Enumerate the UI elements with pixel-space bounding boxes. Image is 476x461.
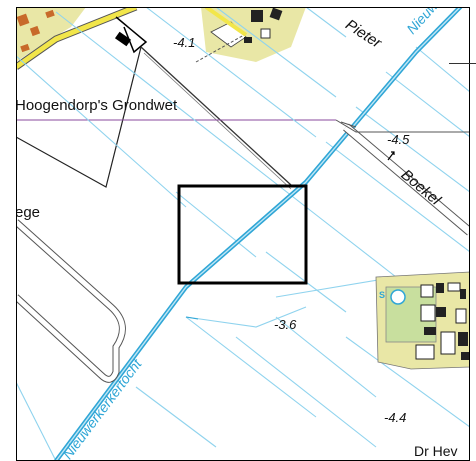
farmland-background <box>16 7 470 461</box>
map-canvas <box>16 7 470 461</box>
main-road <box>16 7 137 70</box>
school-letter: S <box>378 290 385 300</box>
arrow-mark <box>387 151 395 161</box>
elevation-3: -3.6 <box>274 317 297 332</box>
highlight-rectangle <box>177 184 308 285</box>
ditches <box>16 7 470 461</box>
ditch-curve <box>185 306 307 328</box>
dashed-boundary <box>195 34 245 63</box>
property-line-3 <box>143 52 292 190</box>
property-line-2 <box>140 46 292 186</box>
elevation-2: -4.5 <box>387 132 410 147</box>
elevation-4: -4.4 <box>384 410 407 425</box>
label-dr-hev: Dr Hev <box>414 443 458 459</box>
road-lines-right <box>335 119 470 133</box>
built-area-topleft <box>16 7 86 62</box>
topographic-map[interactable]: Hoogendorp's Grondwet ege Pieter Nieuw B… <box>16 7 470 461</box>
built-area-school <box>375 271 470 370</box>
label-grondwet: Hoogendorp's Grondwet <box>16 97 178 114</box>
road-topcenter <box>204 7 248 37</box>
road-boekel <box>343 124 470 235</box>
property-line-1 <box>16 46 142 188</box>
elevation-1: -4.1 <box>173 35 196 50</box>
border-tick <box>449 63 476 64</box>
black-building <box>114 31 132 47</box>
canal-highlight <box>55 7 462 461</box>
loop-road <box>16 220 125 382</box>
school-symbol <box>390 289 406 305</box>
label-ege: ege <box>16 204 41 221</box>
